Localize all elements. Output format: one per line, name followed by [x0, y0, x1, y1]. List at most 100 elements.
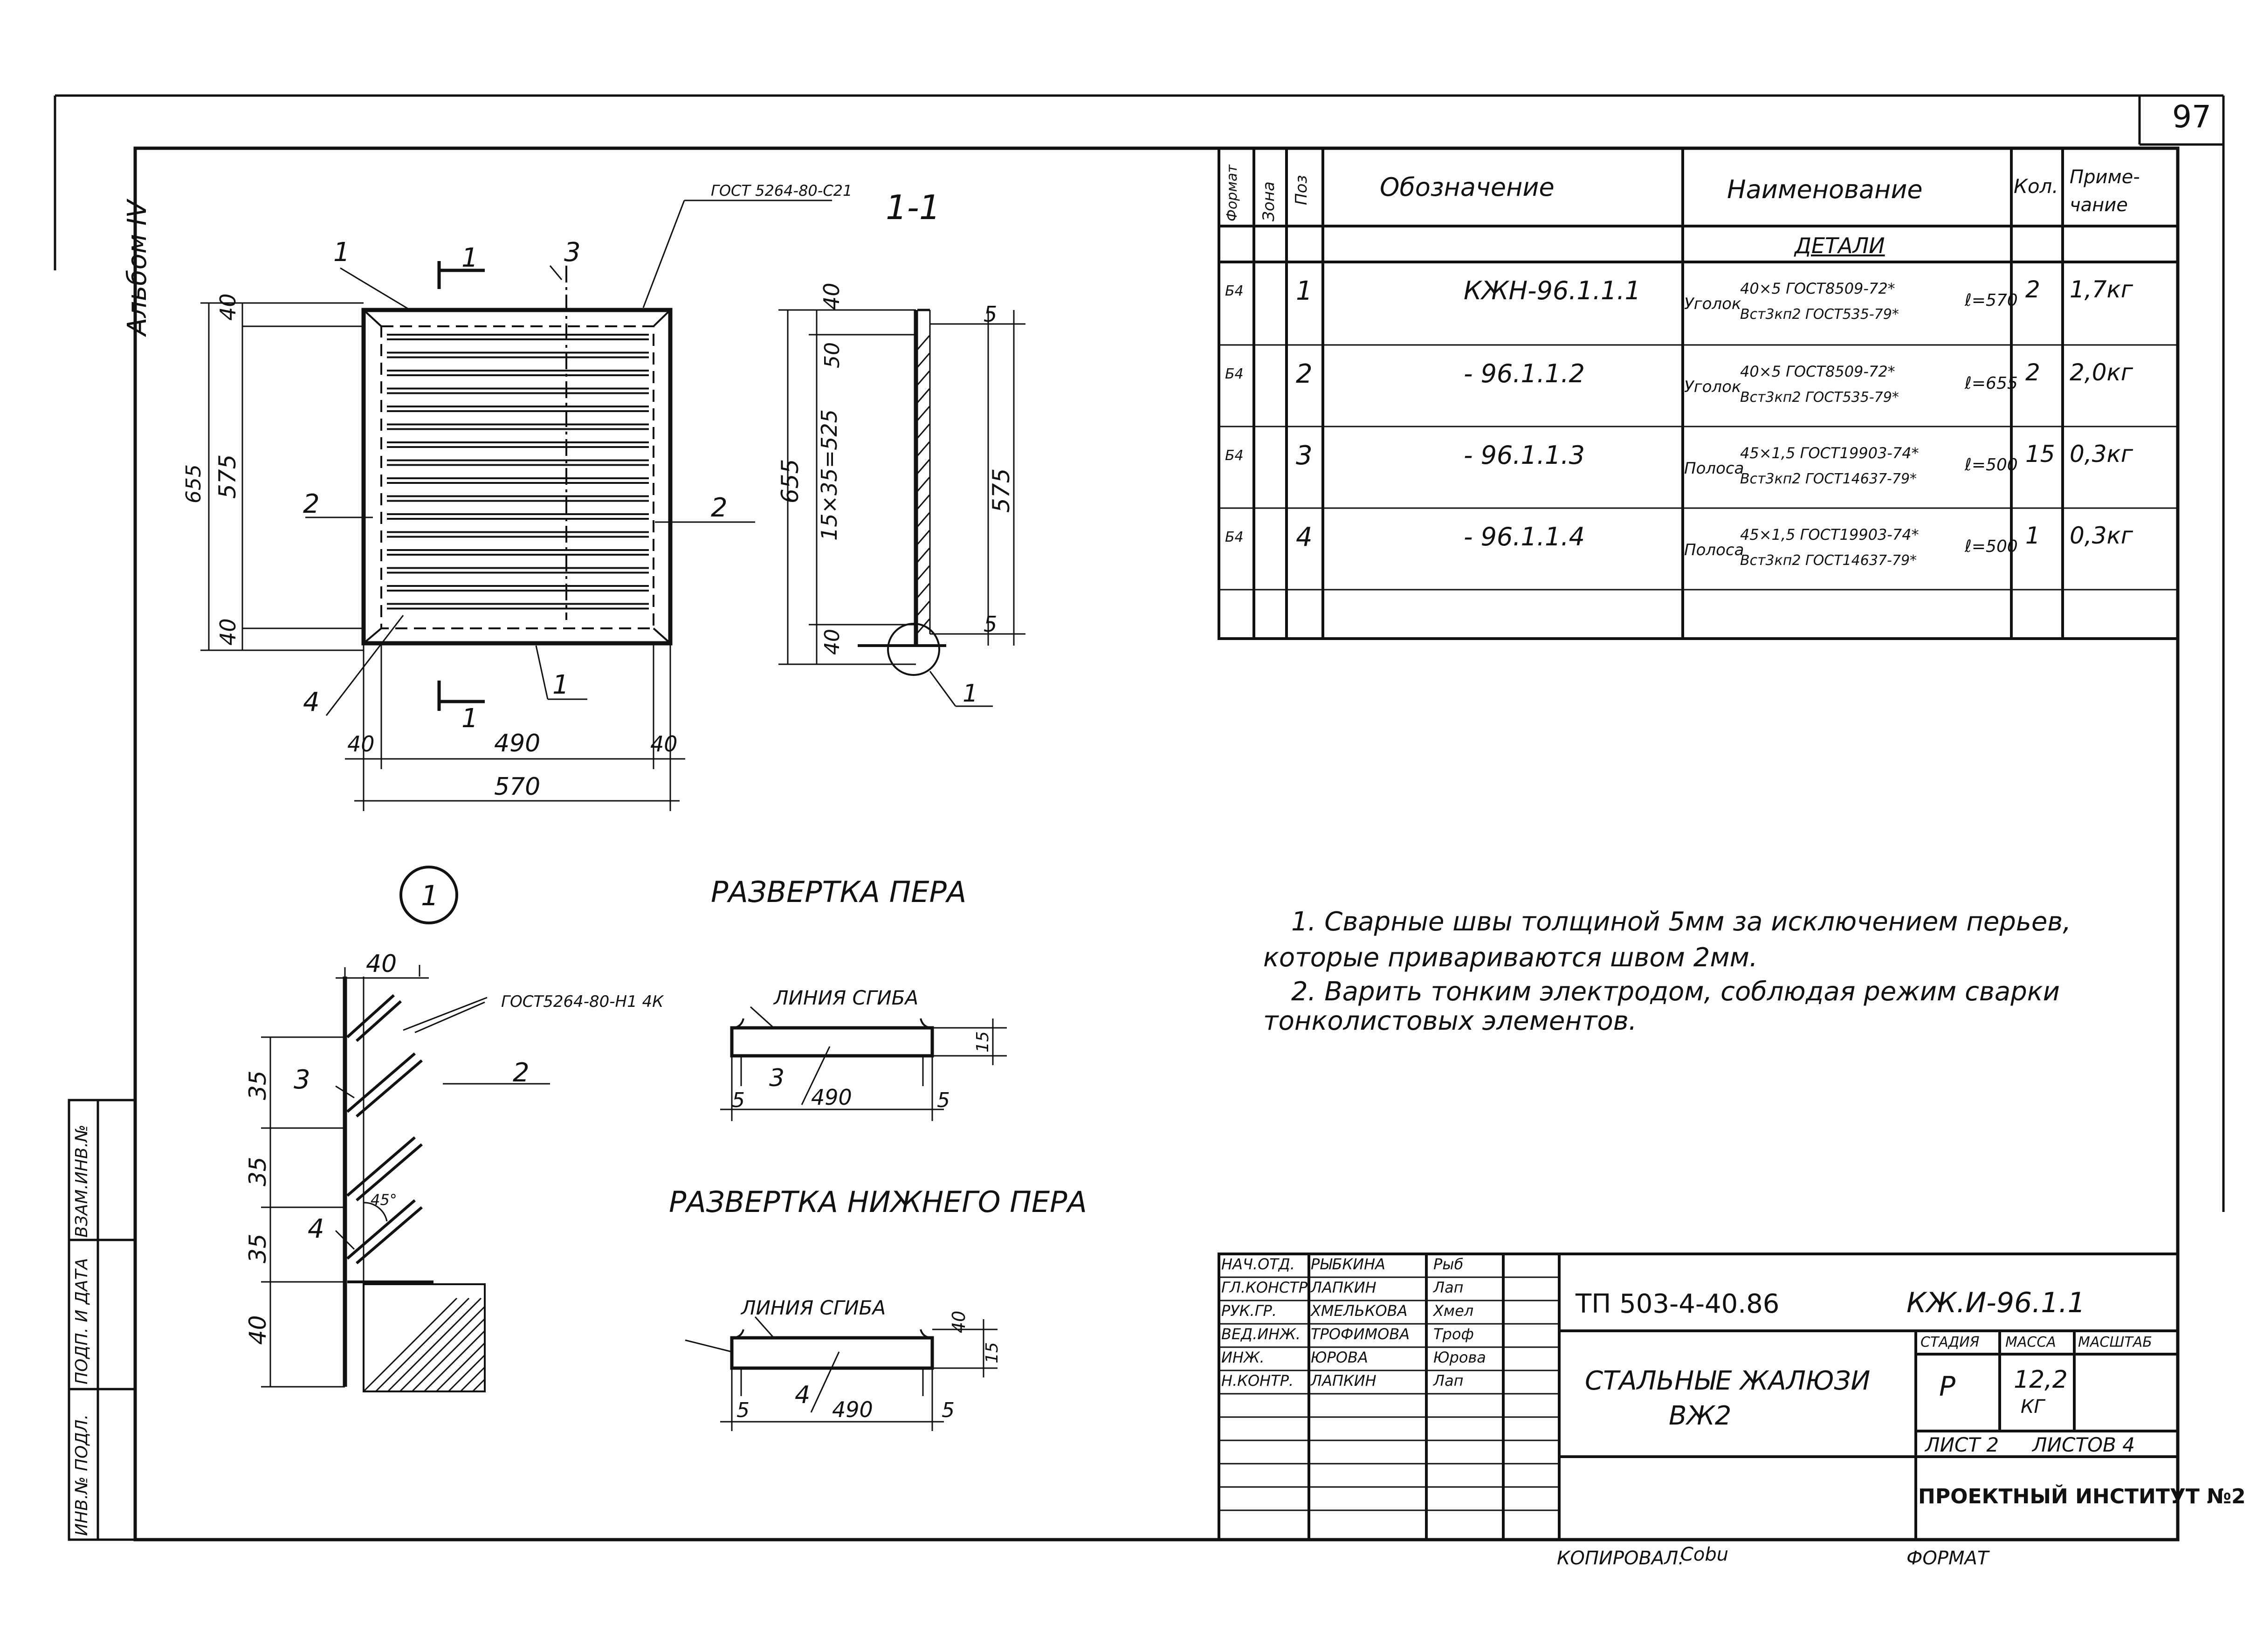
dim-section-pitch-first: 50 [820, 342, 844, 368]
staff-signature: Юрова [1433, 1349, 1486, 1366]
row-format: Б4 [1225, 447, 1244, 464]
gost-weld-detail: ГОСТ5264-80-Н1 4К [501, 992, 664, 1011]
row-name-top: 40×5 ГОСТ8509-72* [1740, 280, 1895, 297]
unfold-pos: 3 [769, 1064, 784, 1092]
staff-name: ЛАПКИН [1311, 1279, 1376, 1296]
unfold-height: 15 [973, 1031, 992, 1053]
concrete-hatch [411, 1318, 486, 1392]
row-name-bottom: Вст3кп2 ГОСТ14637-79* [1740, 471, 1917, 487]
section-blade [916, 353, 930, 368]
note-line: 2. Варить тонким электродом, соблюдая ре… [1291, 977, 2060, 1007]
unfold-bottom-h2: 15 [983, 1342, 1002, 1363]
section-blade [916, 441, 930, 456]
front-pos-3: 3 [564, 237, 581, 268]
staff-signature: Рыб [1433, 1255, 1464, 1273]
concrete-hatch [472, 1378, 486, 1392]
dim-section-bottom: 40 [820, 629, 844, 655]
row-pos: 3 [1296, 441, 1313, 471]
row-name-type: Уголок [1684, 295, 1741, 313]
drawing-title: СТАЛЬНЫЕ ЖАЛЮЗИ [1585, 1366, 1871, 1396]
section-blade [916, 601, 930, 616]
note-line: которые привариваются швом 2мм. [1263, 943, 1758, 973]
row-qty: 1 [2025, 522, 2040, 549]
dim-detail-angle: 45° [371, 1191, 397, 1209]
header-zone: Зона [1259, 181, 1278, 221]
dim-section-top: 40 [819, 282, 844, 310]
section-blade [916, 495, 930, 509]
row-name-type: Полоса [1684, 541, 1744, 559]
row-note: 2,0кг [2070, 359, 2133, 386]
scale-label: МАСШТАБ [2078, 1334, 2152, 1350]
unfold-edge-right: 5 [937, 1088, 950, 1112]
page-number: 97 [2172, 99, 2211, 135]
section-blade [916, 371, 930, 385]
section-blade [916, 335, 930, 350]
concrete-hatch [423, 1330, 486, 1392]
dim-detail-bottom: 40 [244, 1315, 271, 1345]
unfold-bottom-pos: 4 [795, 1381, 810, 1409]
drawing-labels: 1-1 ГОСТ 5264-80-С21 ГОСТ5264-80-Н1 4К 1… [182, 182, 1087, 1422]
bend-line-label-bottom: ЛИНИЯ СГИБА [740, 1296, 886, 1319]
row-pos: 4 [1296, 522, 1313, 552]
unfold-edge-left: 5 [732, 1088, 745, 1112]
dim-front-height-inner: 575 [214, 454, 241, 499]
section-blade [916, 548, 930, 563]
unfold-bottom-length: 490 [832, 1397, 873, 1422]
front-view [200, 200, 832, 811]
row-name-bottom: Вст3кп2 ГОСТ535-79* [1740, 306, 1899, 323]
staff-role: Н.КОНТР. [1221, 1372, 1294, 1390]
row-designation: - 96.1.1.2 [1464, 359, 1585, 388]
concrete-hatch [435, 1342, 486, 1392]
concrete-hatch [375, 1297, 470, 1392]
row-note: 0,3кг [2070, 441, 2133, 468]
unfold-bottom-edge-left: 5 [736, 1398, 750, 1422]
mass-unit: КГ [2021, 1396, 2044, 1418]
stage-label: СТАДИЯ [1920, 1334, 1980, 1350]
concrete-hatch [447, 1354, 486, 1392]
front-pos-2-right: 2 [711, 493, 728, 523]
title-block-grid [1218, 1253, 2179, 1541]
dim-detail-p2: 35 [244, 1156, 271, 1186]
stamp-podp-data: ПОДП. И ДАТА [72, 1258, 91, 1384]
drawing-subtitle: ВЖ2 [1669, 1401, 1732, 1431]
header-designation: Обозначение [1380, 172, 1555, 202]
section-blade [916, 530, 930, 545]
section-label: 1-1 [886, 188, 941, 227]
section-blade [916, 583, 930, 598]
row-qty: 2 [2025, 359, 2040, 386]
row-format: Б4 [1225, 529, 1244, 545]
row-qty: 2 [2025, 276, 2040, 303]
row-length: ℓ=500 [1965, 537, 2018, 556]
inner-frame [133, 146, 2180, 1542]
detail-1 [261, 866, 550, 1392]
row-name-type: Уголок [1684, 378, 1741, 396]
row-note: 1,7кг [2070, 276, 2133, 303]
unfold-length: 490 [811, 1085, 852, 1110]
front-pos-4: 4 [303, 687, 320, 717]
front-pos-1-bottom: 1 [552, 670, 569, 700]
gost-weld-top: ГОСТ 5264-80-С21 [711, 182, 852, 200]
section-view [778, 309, 1025, 707]
dim-front-bottom: 40 [215, 618, 241, 646]
section-blade [916, 424, 930, 439]
staff-name: ЛАПКИН [1311, 1372, 1376, 1390]
unfold-bottom-title: РАЗВЕРТКА НИЖНЕГО ПЕРА [669, 1185, 1087, 1219]
left-stamp-strip [68, 1099, 137, 1541]
staff-signature: Лап [1433, 1372, 1464, 1390]
staff-role: ВЕД.ИНЖ. [1221, 1325, 1301, 1343]
staff-signature: Хмел [1433, 1302, 1474, 1320]
dim-front-right: 40 [650, 731, 678, 757]
staff-role: НАЧ.ОТД. [1221, 1255, 1295, 1273]
row-name-top: 45×1,5 ГОСТ19903-74* [1740, 526, 1919, 544]
header-note: Приме-чание [2070, 166, 2140, 216]
dim-section-height-total: 655 [777, 459, 804, 503]
section-blade [916, 388, 930, 403]
row-length: ℓ=500 [1965, 455, 2018, 475]
section-blade [916, 565, 930, 580]
bend-line-label: ЛИНИЯ СГИБА [773, 986, 918, 1009]
copied-sign: Cobu [1680, 1544, 1729, 1565]
concrete-hatch [387, 1297, 482, 1392]
row-format: Б4 [1225, 366, 1244, 382]
dim-front-left: 40 [347, 731, 375, 757]
